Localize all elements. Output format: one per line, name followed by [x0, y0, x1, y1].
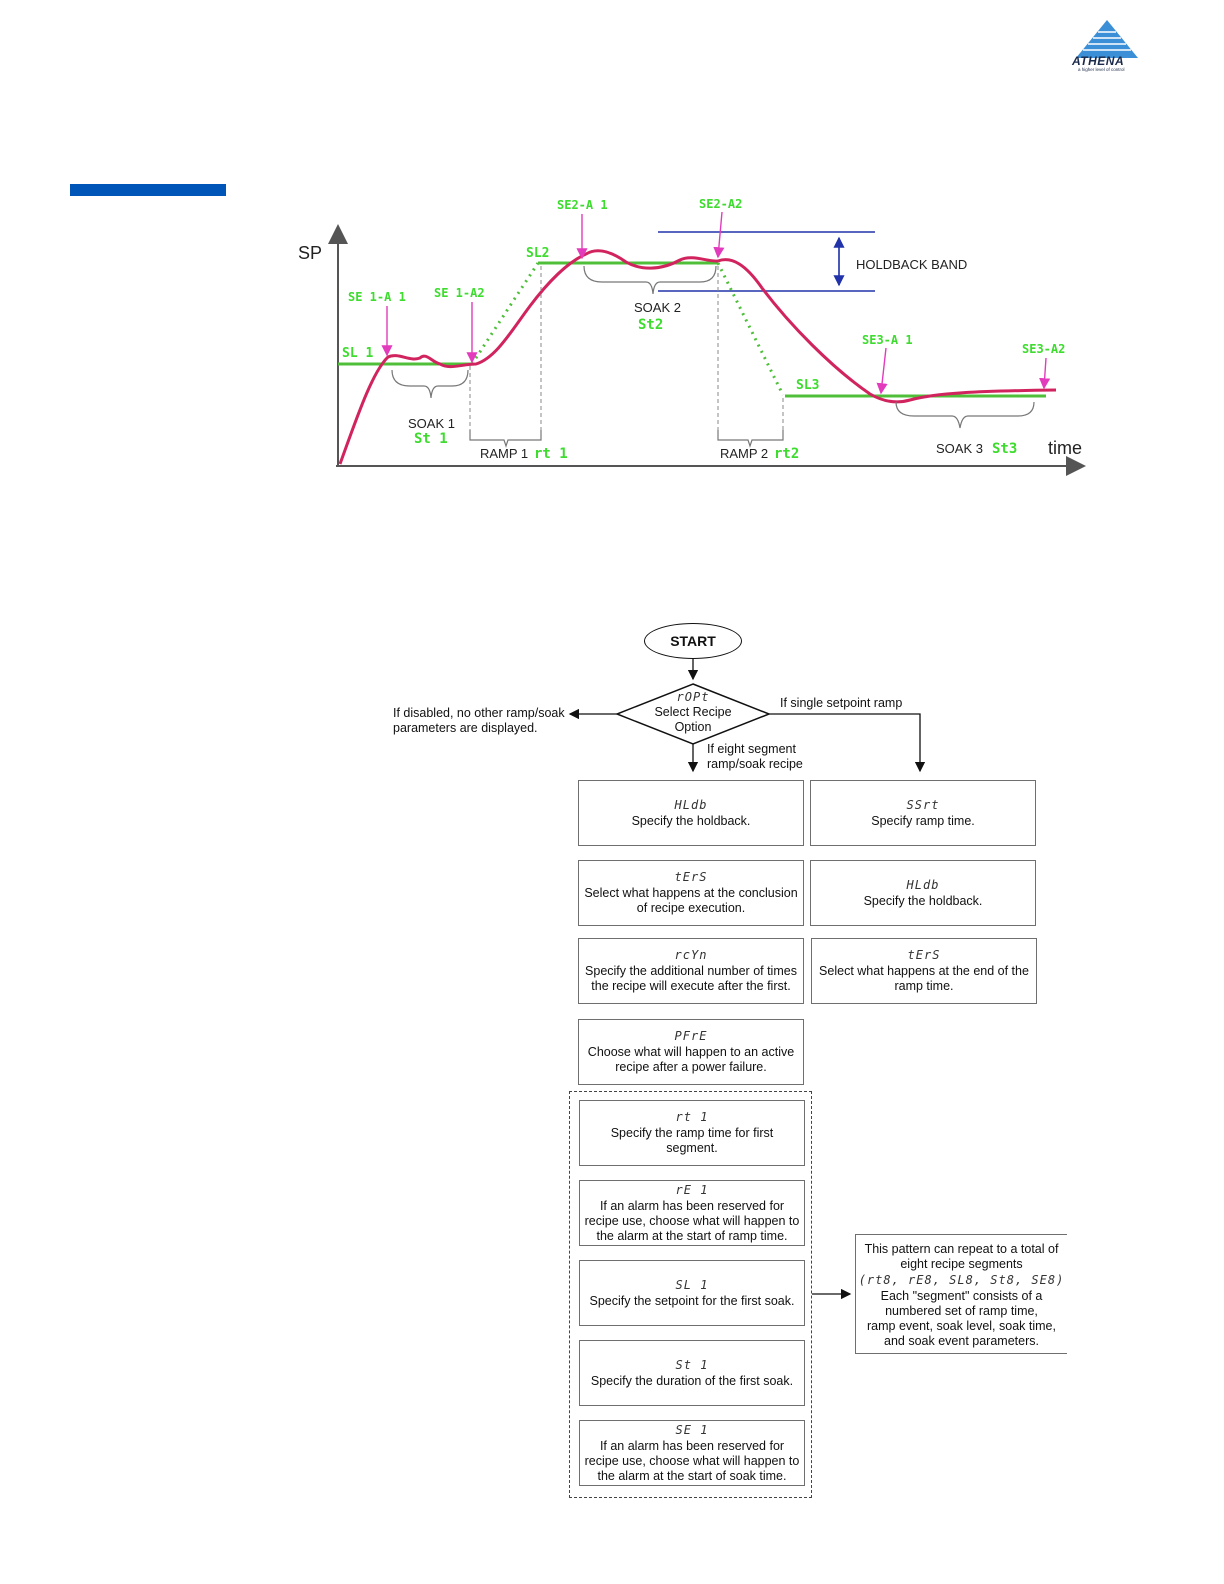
- segment-group: [569, 1091, 812, 1498]
- se2-a1-label: SE2-A 1: [557, 198, 608, 212]
- ramp-time-box: SSrt Specify ramp time.: [810, 780, 1036, 846]
- ramp-soak-profile-diagram: SP time HOLDBACK BAND SOAK 1 St 1 RAMP 1…: [298, 197, 1086, 476]
- decision-code: rOPt: [676, 690, 710, 704]
- decision-line2: Option: [674, 720, 712, 734]
- segment-ramp-event-box: rE 1 If an alarm has been reserved for r…: [579, 1180, 805, 1246]
- logo-wordmark: ATHENA: [1072, 54, 1125, 68]
- se1-a1-label: SE 1-A 1: [348, 290, 406, 304]
- se1-a2-label: SE 1-A2: [434, 286, 485, 300]
- soak1-label: SOAK 1: [408, 416, 455, 431]
- ramp2-label: RAMP 2: [720, 446, 768, 461]
- soak2-code: St2: [638, 317, 663, 333]
- logo-tagline: a higher level of control: [1078, 67, 1125, 72]
- ramp-end-box: tErS Select what happens at the end of t…: [811, 938, 1037, 1004]
- ramp1-brace: [469, 430, 542, 448]
- section-header-bar: [70, 184, 226, 196]
- repeat-pattern-note: This pattern can repeat to a total of ei…: [855, 1234, 1067, 1354]
- decision-label: rOPt Select Recipe Option: [643, 690, 743, 735]
- se2-a2-label: SE2-A2: [699, 197, 742, 211]
- single-holdback-box: HLdb Specify the holdback.: [810, 860, 1036, 926]
- ramp1-code: rt 1: [534, 446, 568, 462]
- se3-a2-label: SE3-A2: [1022, 342, 1065, 356]
- decision-line1: Select Recipe: [654, 705, 732, 719]
- soak3-code: St3: [992, 441, 1017, 457]
- x-axis-label: time: [1048, 438, 1082, 458]
- segment-soak-level-box: SL 1 Specify the setpoint for the first …: [579, 1260, 805, 1326]
- holdback-box: HLdb Specify the holdback.: [578, 780, 804, 846]
- disabled-note: If disabled, no other ramp/soak paramete…: [393, 706, 565, 735]
- single-setpoint-note: If single setpoint ramp: [780, 696, 903, 710]
- soak3-brace: [895, 401, 1035, 429]
- soak1-code: St 1: [414, 431, 448, 447]
- start-node: START: [644, 623, 742, 659]
- athena-logo-icon: [1076, 20, 1138, 58]
- sl1-label: SL 1: [342, 346, 373, 361]
- power-failure-box: PFrE Choose what will happen to an activ…: [578, 1019, 804, 1085]
- sl2-label: SL2: [526, 246, 549, 261]
- recipe-end-box: tErS Select what happens at the conclusi…: [578, 860, 804, 926]
- y-axis-label: SP: [298, 243, 322, 263]
- soak1-brace: [391, 369, 469, 399]
- holdback-band-label: HOLDBACK BAND: [856, 257, 967, 272]
- recipe-cycles-box: rcYn Specify the additional number of ti…: [578, 938, 804, 1004]
- process-value-curve: [338, 249, 1057, 465]
- eight-segment-note: If eight segment ramp/soak recipe: [707, 742, 803, 771]
- segment-ramp-time-box: rt 1 Specify the ramp time for first seg…: [579, 1100, 805, 1166]
- segment-soak-event-box: SE 1 If an alarm has been reserved for r…: [579, 1420, 805, 1486]
- se3-a1-label: SE3-A 1: [862, 333, 913, 347]
- sl3-label: SL3: [796, 378, 819, 393]
- soak2-brace: [583, 265, 717, 295]
- soak2-label: SOAK 2: [634, 300, 681, 315]
- soak3-label: SOAK 3: [936, 441, 983, 456]
- segment-soak-time-box: St 1 Specify the duration of the first s…: [579, 1340, 805, 1406]
- ramp2-brace: [717, 430, 784, 448]
- ramp1-label: RAMP 1: [480, 446, 528, 461]
- ramp2-code: rt2: [774, 446, 799, 462]
